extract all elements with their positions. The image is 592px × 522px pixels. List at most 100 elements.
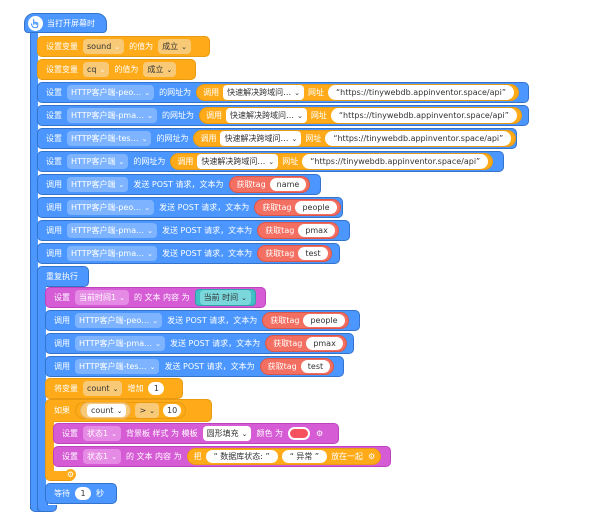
- chevron-down-icon: ⌄: [166, 65, 173, 74]
- variable-dropdown[interactable]: count⌄: [83, 381, 123, 396]
- tag-text-input[interactable]: test: [300, 360, 331, 373]
- chevron-down-icon: ⌄: [144, 88, 151, 97]
- tag-text-input[interactable]: pmax: [298, 224, 335, 237]
- gear-icon[interactable]: ⚙: [367, 452, 376, 461]
- url-text-input[interactable]: “https://tinywebdb.appinventor.space/api…: [302, 154, 489, 169]
- component-dropdown[interactable]: HTTP客户端-pma…⌄: [67, 223, 158, 238]
- wait-block[interactable]: 等待 1 秒: [45, 483, 117, 504]
- url-text-input[interactable]: “https://tinywebdb.appinventor.space/api…: [325, 131, 512, 146]
- operator-dropdown[interactable]: >⌄: [135, 403, 160, 418]
- color-swatch[interactable]: [288, 427, 311, 440]
- method-dropdown[interactable]: 快速解决跨域问…⌄: [223, 85, 305, 100]
- chevron-down-icon: ⌄: [149, 362, 156, 371]
- if-body-bar: [45, 421, 54, 473]
- chevron-down-icon: ⌄: [118, 180, 125, 189]
- method-dropdown[interactable]: 快速解决跨域问…⌄: [226, 108, 307, 123]
- component-dropdown[interactable]: HTTP客户端-peo…⌄: [67, 85, 155, 100]
- variable-reporter[interactable]: count⌄: [80, 402, 132, 419]
- set-variable-sound-block[interactable]: 设置变量 sound⌄ 的值为 成立⌄: [37, 36, 210, 57]
- join-text-block[interactable]: 把 “ 数据库状态: ” “ 异常 ” 放在一起 ⚙: [186, 448, 382, 465]
- set-variable-cq-block[interactable]: 设置变量 cq⌄ 的值为 成立⌄: [37, 59, 196, 80]
- method-dropdown[interactable]: 快速解决跨域问…⌄: [197, 154, 279, 169]
- url-text-input[interactable]: “https://tinywebdb.appinventor.space/api…: [330, 108, 517, 123]
- time-dropdown[interactable]: 当前 时间⌄: [199, 290, 252, 305]
- set-text-block[interactable]: 设置 状态1⌄ 的 文本 内容 为 把 “ 数据库状态: ” “ 异常 ” 放在…: [53, 446, 391, 467]
- set-url-block[interactable]: 设置 HTTP客户端-tes…⌄ 的网址为 调用快速解决跨域问…⌄网址“http…: [37, 128, 517, 149]
- when-screen-opens-block[interactable]: 当打开屏幕时: [24, 13, 107, 33]
- boolean-true-dropdown[interactable]: 成立⌄: [143, 62, 177, 77]
- chevron-down-icon: ⌄: [111, 429, 117, 438]
- call-method-block[interactable]: 调用快速解决跨域问…⌄网址“https://tinywebdb.appinven…: [170, 153, 494, 170]
- set-background-style-block[interactable]: 设置 状态1⌄ 背景板 样式 为 模板 圆形填充⌄ 颜色 为 ⚙: [53, 423, 339, 444]
- chevron-down-icon: ⌄: [291, 134, 298, 143]
- wait-seconds-input[interactable]: 1: [75, 487, 91, 500]
- if-block[interactable]: 如果 count⌄ >⌄ 10: [45, 399, 212, 422]
- tag-text-input[interactable]: name: [269, 178, 307, 191]
- chevron-down-icon: ⌄: [147, 226, 154, 235]
- gear-icon[interactable]: ⚙: [65, 469, 76, 480]
- method-dropdown[interactable]: 快速解决跨域问…⌄: [220, 131, 302, 146]
- repeat-forever-block[interactable]: 重复执行: [37, 266, 89, 287]
- component-dropdown[interactable]: HTTP客户端⌄: [67, 154, 129, 169]
- tag-text-input[interactable]: test: [298, 247, 328, 260]
- chevron-down-icon: ⌄: [155, 339, 162, 348]
- chevron-down-icon: ⌄: [241, 429, 248, 438]
- chevron-down-icon: ⌄: [181, 42, 188, 51]
- set-url-block[interactable]: 设置 HTTP客户端-pma…⌄ 的网址为 调用快速解决跨域问…⌄网址“http…: [37, 105, 529, 126]
- change-variable-block[interactable]: 将变量 count⌄ 增加 1: [45, 378, 183, 399]
- component-dropdown[interactable]: 状态1⌄: [83, 449, 121, 464]
- component-dropdown[interactable]: HTTP客户端-tes…⌄: [67, 131, 152, 146]
- tag-text-input[interactable]: pmax: [306, 337, 343, 350]
- string-input[interactable]: “ 异常 ”: [281, 450, 328, 463]
- compare-value-input[interactable]: 10: [163, 404, 182, 417]
- component-dropdown[interactable]: HTTP客户端-tes…⌄: [75, 359, 160, 374]
- call-method-block[interactable]: 调用快速解决跨域问…⌄网址“https://tinywebdb.appinven…: [196, 84, 519, 101]
- chevron-down-icon: ⌄: [152, 316, 159, 325]
- component-dropdown[interactable]: 当前时间1⌄: [75, 290, 129, 305]
- variable-dropdown[interactable]: count⌄: [87, 404, 127, 417]
- tag-text-input[interactable]: people: [295, 201, 337, 214]
- url-text-input[interactable]: “https://tinywebdb.appinventor.space/api…: [328, 85, 514, 100]
- variable-dropdown[interactable]: sound⌄: [83, 39, 125, 54]
- boolean-true-dropdown[interactable]: 成立⌄: [158, 39, 192, 54]
- current-time-block[interactable]: 当前 时间⌄: [194, 289, 257, 306]
- compare-block[interactable]: count⌄ >⌄ 10: [75, 402, 187, 419]
- component-dropdown[interactable]: HTTP客户端-pma…⌄: [67, 108, 158, 123]
- template-dropdown[interactable]: 圆形填充⌄: [202, 426, 252, 441]
- component-dropdown[interactable]: HTTP客户端⌄: [67, 177, 129, 192]
- chevron-down-icon: ⌄: [112, 384, 119, 393]
- tag-text-input[interactable]: people: [303, 314, 345, 327]
- set-text-block[interactable]: 设置 当前时间1⌄ 的 文本 内容 为 当前 时间⌄: [45, 287, 266, 308]
- call-method-block[interactable]: 调用快速解决跨域问…⌄网址“https://tinywebdb.appinven…: [199, 107, 522, 124]
- gear-icon[interactable]: ⚙: [315, 429, 324, 438]
- set-url-block[interactable]: 设置 HTTP客户端-peo…⌄ 的网址为 调用快速解决跨域问…⌄网址“http…: [37, 82, 529, 103]
- chevron-down-icon: ⌄: [297, 111, 303, 120]
- set-url-block[interactable]: 设置 HTTP客户端⌄ 的网址为 调用快速解决跨域问…⌄网址“https://t…: [37, 151, 504, 172]
- chevron-down-icon: ⌄: [114, 42, 121, 51]
- call-method-block[interactable]: 调用快速解决跨域问…⌄网址“https://tinywebdb.appinven…: [193, 130, 517, 147]
- component-dropdown[interactable]: HTTP客户端-peo…⌄: [75, 313, 163, 328]
- component-dropdown[interactable]: HTTP客户端-peo…⌄: [67, 200, 155, 215]
- component-dropdown[interactable]: 状态1⌄: [83, 426, 121, 441]
- increment-input[interactable]: 1: [148, 382, 165, 395]
- hand-pointer-icon: [28, 16, 43, 31]
- string-input[interactable]: “ 数据库状态: ”: [205, 450, 278, 463]
- component-dropdown[interactable]: HTTP客户端-pma…⌄: [67, 246, 158, 261]
- variable-dropdown[interactable]: cq⌄: [83, 62, 110, 77]
- component-dropdown[interactable]: HTTP客户端-pma…⌄: [75, 336, 166, 351]
- chevron-down-icon: ⌄: [141, 134, 148, 143]
